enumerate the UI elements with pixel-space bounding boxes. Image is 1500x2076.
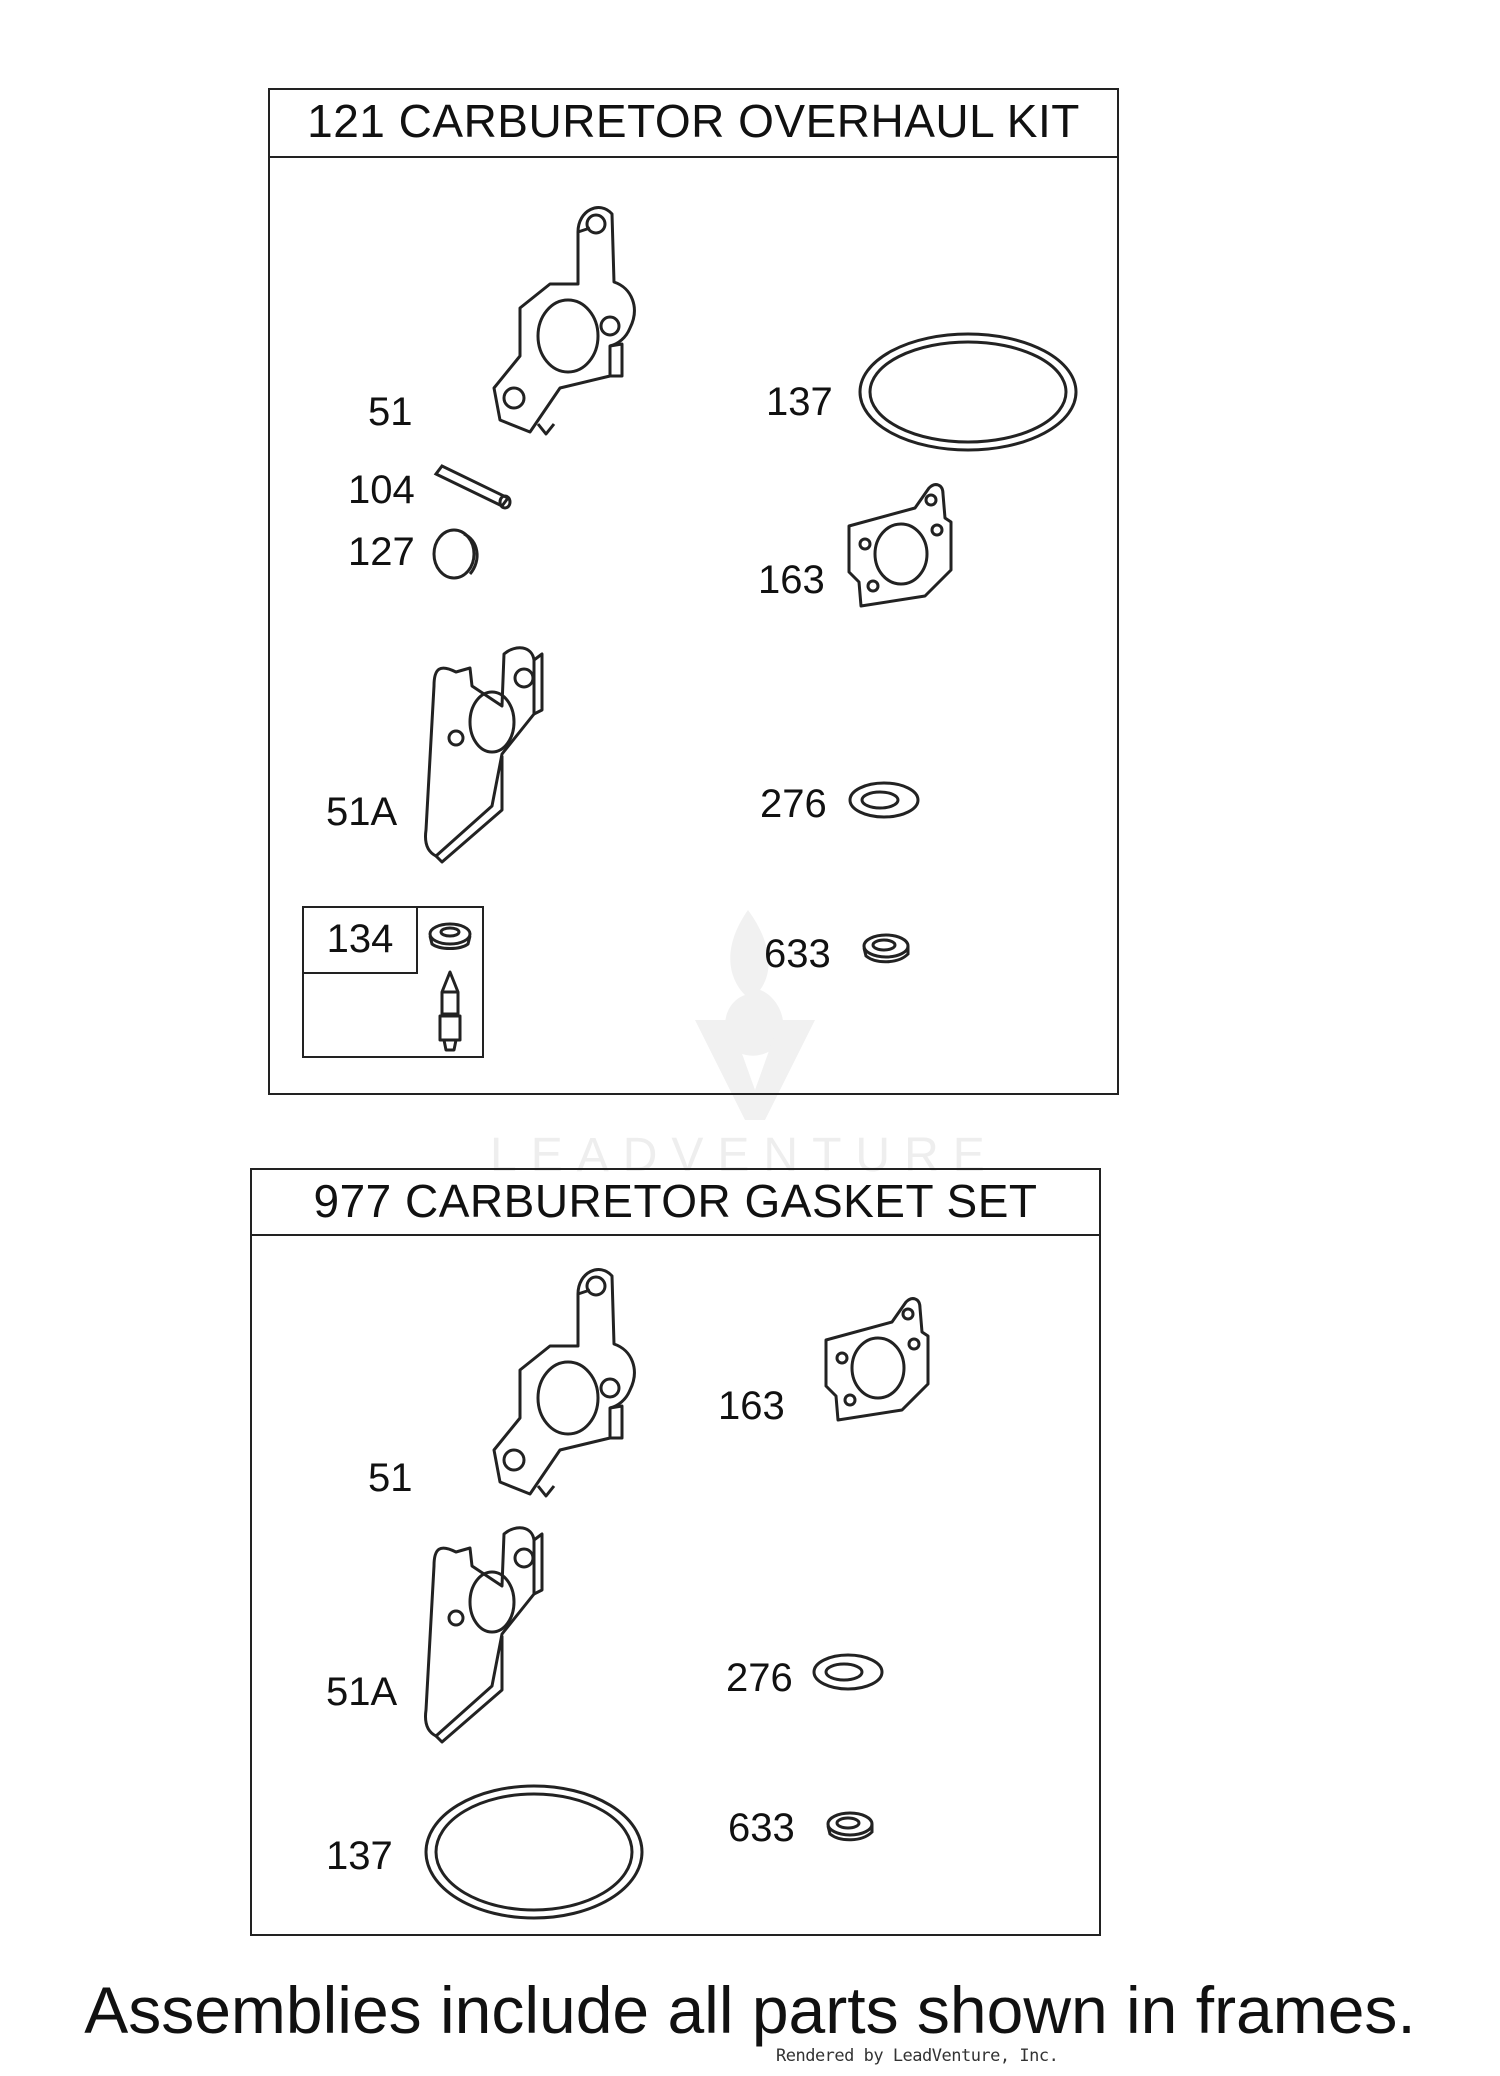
oring-137-icon — [424, 1784, 644, 1920]
part-label-127: 127 — [348, 530, 415, 574]
pin-104-icon — [433, 464, 512, 510]
gasket-163-icon — [824, 1297, 930, 1422]
gasket-set-title: 977 CARBURETOR GASKET SET — [252, 1170, 1099, 1236]
gasket-51a-icon — [424, 646, 544, 864]
plug-127-icon — [432, 528, 479, 580]
watermark-wordmark: LEADVENTURE — [490, 1129, 999, 1182]
gasket-set-frame: 977 CARBURETOR GASKET SET 51 163 — [250, 1168, 1101, 1936]
oring-137-icon — [858, 332, 1078, 452]
part-label-633: 633 — [764, 932, 831, 976]
seal-633-icon — [826, 1811, 874, 1842]
gasket-163-icon — [847, 483, 953, 608]
gasket-51-icon — [492, 1268, 636, 1498]
subassembly-134-label: 134 — [304, 908, 418, 974]
assemblies-footnote: Assemblies include all parts shown in fr… — [84, 1973, 1416, 2047]
part-label-137: 137 — [766, 380, 833, 424]
part-label-163: 163 — [758, 558, 825, 602]
gasket-51-icon — [492, 206, 636, 436]
overhaul-kit-title: 121 CARBURETOR OVERHAUL KIT — [270, 90, 1117, 158]
gasket-51a-icon — [424, 1526, 544, 1744]
needle-seat-134-icon — [428, 922, 472, 1052]
part-label-163: 163 — [718, 1384, 785, 1428]
part-label-51: 51 — [368, 390, 413, 434]
part-label-104: 104 — [348, 468, 415, 512]
part-label-276: 276 — [760, 782, 827, 826]
part-label-633: 633 — [728, 1806, 795, 1850]
washer-276-icon — [812, 1653, 884, 1691]
render-credit: Rendered by LeadVenture, Inc. — [776, 2046, 1059, 2066]
overhaul-kit-frame: 121 CARBURETOR OVERHAUL KIT 51 104 127 — [268, 88, 1119, 1095]
needle-seat-subframe: 134 — [302, 906, 484, 1058]
part-label-276: 276 — [726, 1656, 793, 1700]
seal-633-icon — [862, 933, 910, 964]
part-label-51a: 51A — [326, 1670, 398, 1714]
watermark-logo-icon — [695, 910, 815, 1120]
washer-276-icon — [848, 781, 920, 819]
part-label-137: 137 — [326, 1834, 393, 1878]
part-label-51a: 51A — [326, 790, 398, 834]
part-label-51: 51 — [368, 1456, 413, 1500]
